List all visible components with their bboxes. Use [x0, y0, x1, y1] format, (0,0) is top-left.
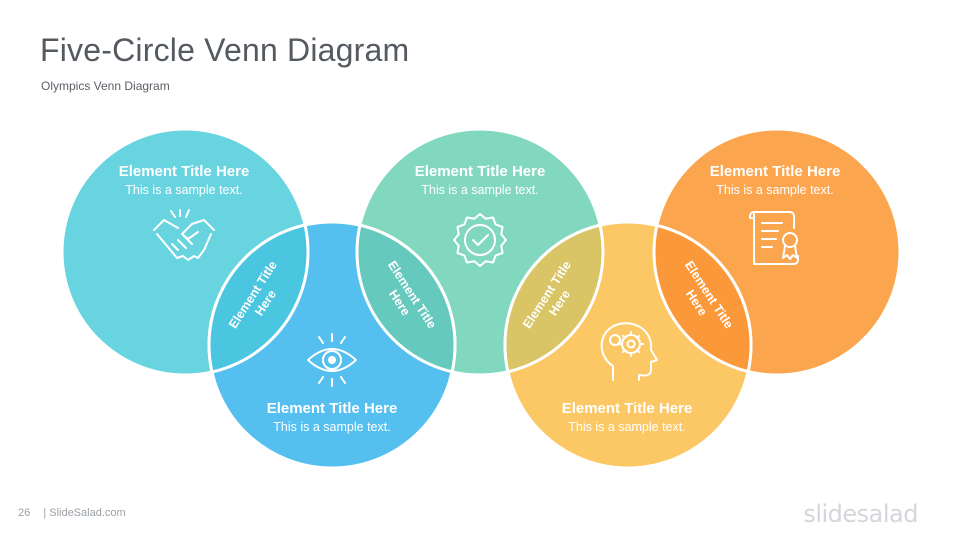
circle-5-outline [652, 127, 902, 377]
circle-5-text: This is a sample text. [716, 183, 833, 197]
circle-5-title: Element Title Here [710, 163, 841, 180]
circle-1-text: This is a sample text. [125, 183, 242, 197]
footer-link[interactable]: | SlideSalad.com [43, 507, 126, 519]
page-subtitle: Olympics Venn Diagram [41, 79, 170, 93]
circle-4-text: This is a sample text. [568, 420, 685, 434]
circle-2-text: This is a sample text. [273, 420, 390, 434]
circle-3-title: Element Title Here [415, 163, 546, 180]
overlap-1 [207, 220, 308, 375]
overlap-2 [357, 220, 457, 375]
brand-logo: slidesalad [803, 500, 918, 528]
page-title: Five-Circle Venn Diagram [40, 32, 410, 68]
circle-4-title: Element Title Here [562, 400, 693, 417]
circle-2-title: Element Title Here [267, 400, 398, 417]
page-number: 26 [18, 507, 31, 519]
footer: 26 | SlideSalad.com [18, 507, 126, 519]
circle-1-title: Element Title Here [119, 163, 250, 180]
eye-icon [307, 333, 357, 387]
head-gears-icon [600, 322, 658, 381]
circle-3-outline [355, 127, 605, 377]
handshake-icon [153, 209, 215, 261]
circle-1-outline [60, 127, 310, 377]
overlap-3 [503, 220, 603, 375]
badge-check-icon [453, 213, 507, 267]
certificate-icon [749, 211, 799, 265]
circle-3-text: This is a sample text. [421, 183, 538, 197]
overlap-4 [654, 220, 753, 375]
